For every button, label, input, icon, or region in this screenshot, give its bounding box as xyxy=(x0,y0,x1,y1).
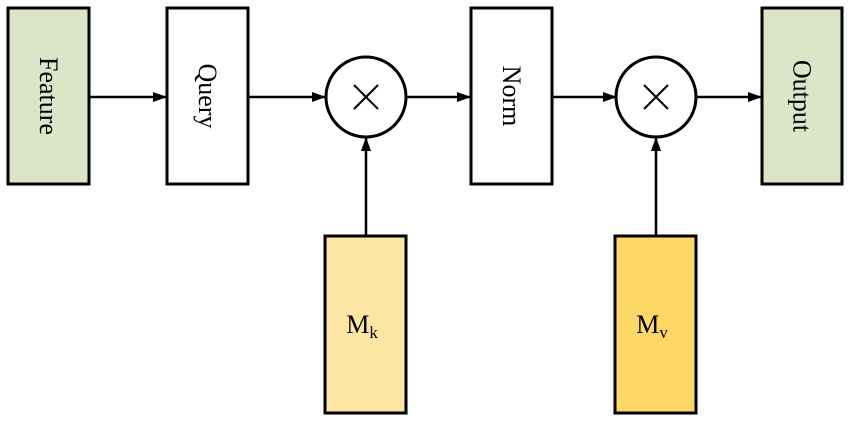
feature-box xyxy=(6,6,91,186)
mv-node: Mv xyxy=(613,234,698,415)
query-label: Query xyxy=(193,64,222,129)
mk-node: Mk xyxy=(323,234,408,415)
multiply-icon-2 xyxy=(643,84,669,110)
norm-node: Norm xyxy=(469,6,554,186)
query-box xyxy=(165,6,250,186)
mk-box xyxy=(323,234,408,415)
mv-label-group: Mv xyxy=(636,310,668,342)
feature-node: Feature xyxy=(6,6,91,186)
norm-box xyxy=(469,6,554,186)
feature-label: Feature xyxy=(34,57,63,135)
output-box xyxy=(760,6,844,186)
multiply-node-1 xyxy=(324,55,408,139)
mk-label: M xyxy=(346,310,369,339)
output-label: Output xyxy=(788,60,817,133)
mv-label: M xyxy=(636,310,659,339)
connections xyxy=(89,92,762,235)
mk-subscript: k xyxy=(369,323,378,342)
query-node: Query xyxy=(165,6,250,186)
multiply-icon-1 xyxy=(353,84,379,110)
mv-subscript: v xyxy=(659,323,668,342)
norm-label: Norm xyxy=(497,66,526,127)
mv-box xyxy=(613,234,698,415)
multiply-node-2 xyxy=(614,55,698,139)
mk-label-group: Mk xyxy=(346,310,378,342)
output-node: Output xyxy=(760,6,844,186)
